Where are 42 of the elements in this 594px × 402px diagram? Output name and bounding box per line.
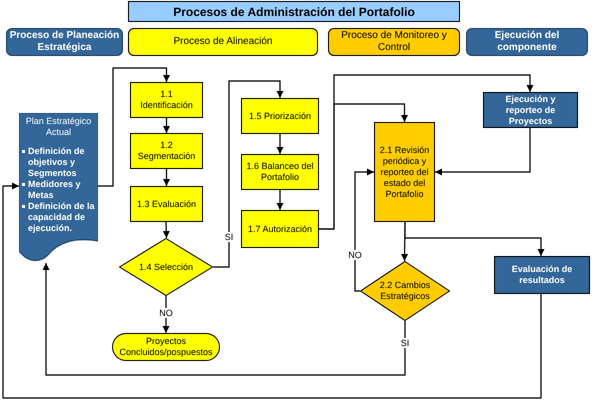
connector-arrow: [213, 80, 284, 268]
process-box: 1.1 Identificación: [130, 82, 203, 118]
bullet-text: Medidores y Metas: [28, 179, 82, 201]
terminal-pill: Proyectos Concluidos/pospuestos: [112, 333, 220, 361]
edge-label: SI: [400, 338, 410, 348]
connector-arrow: [163, 169, 170, 186]
process-box: 1.2 Segmentación: [130, 133, 203, 169]
title-banner: Procesos de Administración del Portafolio: [128, 1, 460, 22]
connector-arrow: [319, 103, 408, 230]
connector-arrow: [98, 67, 170, 187]
decision-diamond: [360, 261, 450, 321]
decision-label: 1.4 Selección: [138, 262, 194, 272]
connector-arrow: [162, 296, 170, 333]
edge-label: NO: [347, 250, 363, 260]
process-header: Proceso de Planeación Estratégica: [6, 28, 123, 56]
process-header: Ejecución del componente: [466, 28, 588, 56]
process-box: 1.5 Priorización: [241, 98, 319, 134]
connector-arrow: [163, 118, 170, 133]
connector-arrow: [404, 222, 544, 256]
edge-label: NO: [158, 308, 174, 318]
bullet-text: Definición de la capacidad de ejecución.: [28, 201, 95, 234]
process-header: Proceso de Monitoreo y Control: [328, 28, 460, 56]
connector-arrow: [2, 182, 542, 399]
process-header: Proceso de Alineación: [128, 28, 318, 56]
process-box: 2.1 Revisión periódica y reporteo del estado del Portafolio: [374, 122, 435, 222]
edge-label: SI: [224, 232, 234, 242]
decision-diamond: [119, 238, 213, 296]
connector-arrow: [276, 190, 284, 210]
process-box: 1.7 Autorización: [241, 210, 319, 248]
process-box: 1.6 Balanceo del Portafolio: [241, 154, 319, 190]
process-box: Evaluación de resultados: [494, 256, 590, 294]
connector-arrow: [435, 128, 531, 176]
bullet-text: Definición de objetivos y Segmentos: [28, 146, 86, 179]
connector-arrow: [276, 134, 284, 154]
connector-arrow: [42, 263, 406, 376]
process-box: Ejecución y reporteo de Proyectos: [483, 92, 578, 128]
connector-arrow: [354, 168, 374, 292]
connector-arrow: [162, 222, 170, 238]
process-box: 1.3 Evaluación: [130, 186, 203, 222]
document-title: Plan Estratégico Actual: [24, 116, 92, 138]
document-shape: [19, 113, 98, 263]
decision-label: 2.2 Cambios Estratégicos: [378, 280, 432, 302]
